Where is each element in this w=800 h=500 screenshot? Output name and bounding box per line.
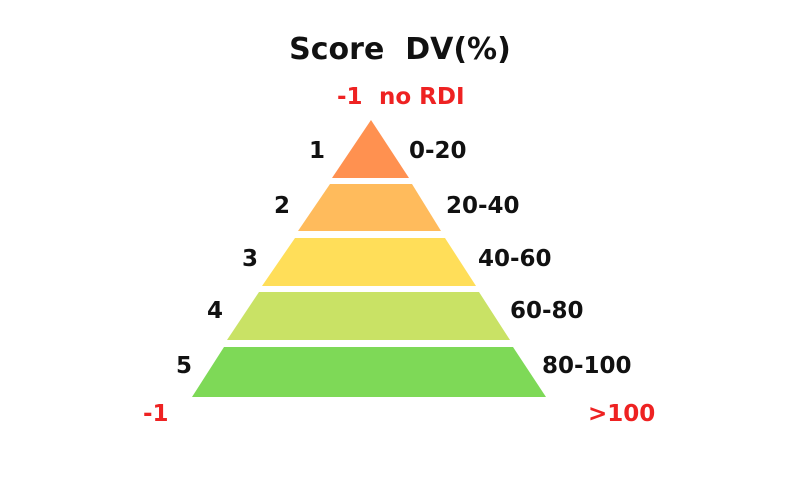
dv-range-5: 80-100 [542,353,632,379]
score-3: 3 [242,246,259,272]
header-title: Score DV(%) [0,32,800,67]
score-1: 1 [309,138,326,164]
score-2: 2 [274,193,291,219]
pyramid-tier-4 [227,292,510,340]
pyramid-tier-5 [192,347,546,397]
dv-range-4: 60-80 [510,298,584,324]
bottom-dv-note: >100 [588,401,656,427]
pyramid-tier-3 [262,238,476,286]
bottom-score-note: -1 [143,401,169,427]
pyramid-tier-2 [298,184,441,231]
score-header: Score [289,32,385,67]
score-4: 4 [207,298,224,324]
top-dv-note: no RDI [379,84,465,110]
dv-range-1: 0-20 [409,138,467,164]
dv-range-3: 40-60 [478,246,552,272]
dv-header: DV(%) [405,32,511,67]
dv-range-2: 20-40 [446,193,520,219]
top-score-note: -1 [337,84,363,110]
pyramid-tier-1 [332,120,409,178]
score-5: 5 [176,353,193,379]
